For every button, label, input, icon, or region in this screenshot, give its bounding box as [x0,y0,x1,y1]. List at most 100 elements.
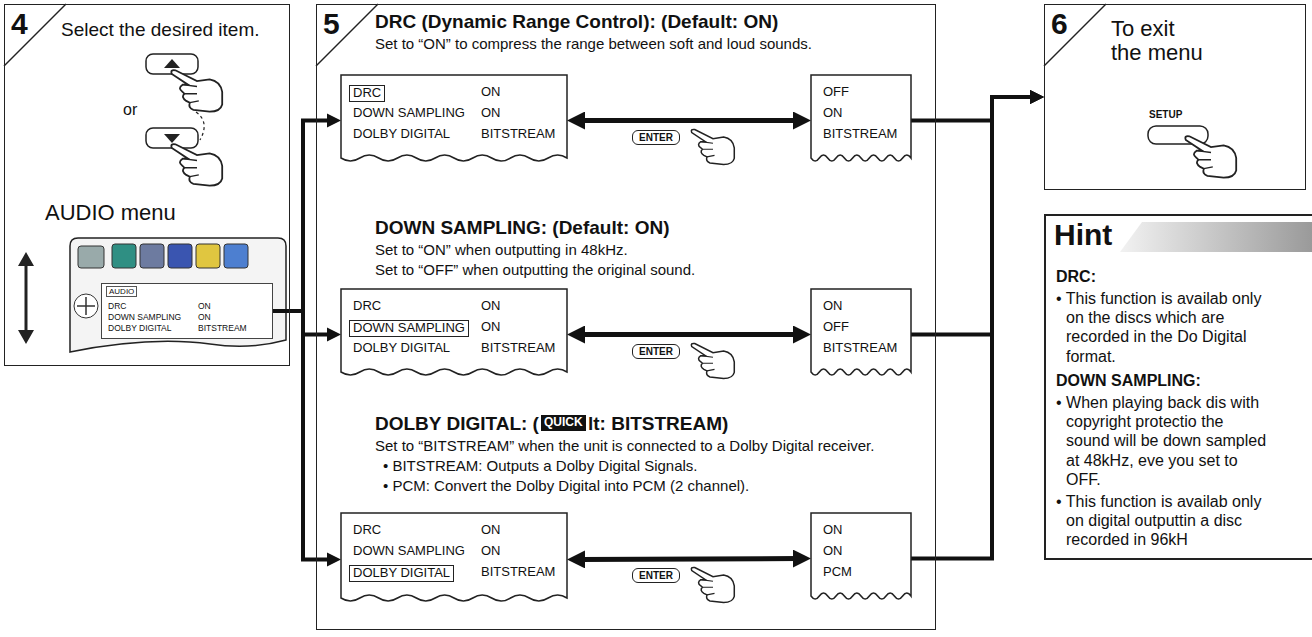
menu-tab: AUDIO [106,286,137,297]
setting-heading: DOLBY DIGITAL: ( [375,413,539,435]
menu-item: OFF [823,85,849,100]
menu-icon [112,244,136,268]
step-corner-slash [4,4,66,66]
menu-item: DOLBY DIGITAL [108,324,171,334]
menu-item: DOLBY DIGITAL [353,341,450,356]
menu-item: ON [481,106,501,121]
setting-description: Set to “ON” when outputting in 48kHz. [375,241,628,258]
step-panel: 6 To exit the menuSETUP [1044,4,1306,190]
menu-item: DOWN SAMPLING [108,313,181,323]
menu-item: BITSTREAM [481,341,555,356]
menu-item: DOWN SAMPLING [353,544,465,559]
up-down-arrowheads [18,252,34,344]
toggle-arrow [580,118,799,123]
menu-item: DOWN SAMPLING [349,320,469,337]
flow-arrow [273,121,331,312]
menu-item: DRC [108,302,126,312]
step-number: 6 [1051,7,1068,42]
pointing-hand [1185,136,1236,178]
menu-item: DOLBY DIGITAL [353,127,450,142]
setting-description: • BITSTREAM: Outputs a Dolby Digital Sig… [383,457,698,474]
menu-item: ON [823,106,843,121]
menu-item: ON [481,320,501,335]
pointing-hand [171,70,222,112]
torn-screen-shape [341,289,567,375]
menu-item: BITSTREAM [823,127,897,142]
menu-screen-after: OFF ON BITSTREAM [811,75,911,166]
setting-description: Set to “BITSTREAM” when the unit is conn… [375,437,874,454]
hint-note: • This function is availab only on the d… [1056,289,1270,366]
menu-item: BITSTREAM [198,324,247,334]
flow-arrow [911,97,1034,121]
step-corner-slash [316,4,378,66]
flow-arrow [273,311,331,560]
step-panel: 4Select the desired item.orAUDIO menuAUD… [4,4,290,366]
menu-item: ON [481,544,501,559]
menu-screen-after: ON OFF BITSTREAM [811,289,911,380]
audio-menu-screen: AUDIO DRC ON DOWN SAMPLING ON DOLBY DIGITAL BI… [101,283,273,339]
menu-item: DRC [353,299,381,314]
direction-pad-cross [77,297,95,315]
setting-description: Set to “ON” to compress the range betwee… [375,35,812,52]
hint-heading: Hint [1054,218,1112,253]
quick-badge: QUICK [541,415,586,431]
direction-pad [74,294,98,318]
menu-item: BITSTREAM [481,565,555,580]
pointing-hand [691,343,734,378]
menu-item: PCM [823,565,852,580]
pointing-hand [171,144,222,186]
menu-icon [196,244,220,268]
enter-button-label: ENTER [632,130,680,145]
or-text: or [123,101,137,119]
instruction-text: To exit the menu [1111,17,1207,65]
menu-item: DRC [349,85,385,102]
menu-screen-after: ON ON PCM [811,513,911,604]
setting-description: • PCM: Convert the Dolby Digital into PC… [383,477,749,494]
enter-button-label: ENTER [632,568,680,583]
menu-item: ON [823,544,843,559]
menu-item: ON [481,523,501,538]
menu-item: ON [481,299,501,314]
menu-item: DRC [353,523,381,538]
flow-arrow [911,97,1034,559]
menu-icon [168,244,192,268]
setting-heading: DRC (Dynamic Range Control): (Default: O… [375,11,778,33]
setting-heading: lt: BITSTREAM) [588,413,728,435]
hint-subheading: DRC: [1056,268,1096,286]
menu-item: BITSTREAM [823,341,897,356]
toggle-arrow [580,556,799,562]
menu-icon [78,246,104,268]
toggle-arrow [580,332,799,337]
menu-item: ON [823,299,843,314]
setting-description: Set to “OFF” when outputting the origina… [375,261,695,278]
menu-item: ON [198,313,211,323]
menu-item: ON [198,302,211,312]
enter-button-label: ENTER [632,344,680,359]
up-down-arrow [25,262,28,334]
step-number: 4 [11,7,28,42]
instruction-text: Select the desired item. [61,19,260,41]
menu-item: ON [481,85,501,100]
down-triangle [164,134,180,143]
menu-screen-before: DRC ON DOWN SAMPLING ON DOLBY DIGITAL BITSTRE… [341,289,567,380]
menu-item: OFF [823,320,849,335]
torn-screen-shape [341,75,567,161]
menu-icon [140,244,164,268]
menu-item: DOLBY DIGITAL [349,565,454,582]
menu-item: DOWN SAMPLING [353,106,465,121]
step-panel: 5 DRC (Dynamic Range Control): (Default: … [316,4,936,630]
hint-note: • When playing back dis with copyright p… [1056,393,1270,489]
menu-icon [224,244,248,268]
hint-header-bar [1120,222,1312,252]
menu-item: BITSTREAM [481,127,555,142]
step-corner-slash [1044,4,1106,66]
torn-screen-shape [811,513,911,599]
menu-item: ON [823,523,843,538]
hint-box: HintDRC: • This function is availab only … [1044,214,1312,560]
step-number: 5 [323,7,340,42]
button-label: SETUP [1149,109,1182,121]
hint-subheading: DOWN SAMPLING: [1056,372,1201,390]
hand-motion-line [196,112,204,140]
hint-note: • This function is availab only on digit… [1056,492,1270,550]
